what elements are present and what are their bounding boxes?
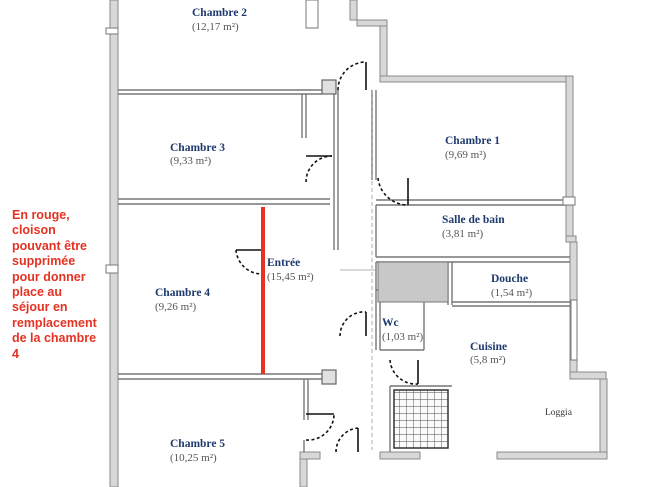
duct-box-2 (321, 369, 337, 385)
technical-shaft (377, 261, 449, 303)
room-name-entree: Entrée (267, 257, 300, 269)
annotation-note: En rouge, cloison pouvant être supprimée… (12, 208, 112, 362)
room-area-chambre-3: (9,33 m²) (170, 155, 212, 167)
annotation-line: remplacement (12, 315, 97, 330)
room-name-salle-de-bain: Salle de bain (442, 214, 505, 226)
room-name-cuisine: Cuisine (470, 341, 507, 353)
room-name-chambre-1: Chambre 1 (445, 135, 500, 147)
room-area-entree: (15,45 m²) (267, 271, 314, 283)
removable-partition (261, 207, 265, 374)
room-area-cuisine: (5,8 m²) (470, 354, 506, 366)
annotation-line: En rouge, (12, 208, 70, 222)
room-area-chambre-5: (10,25 m²) (170, 452, 217, 464)
outer-walls (109, 0, 608, 487)
door-leaves (236, 62, 419, 452)
room-area-douche: (1,54 m²) (491, 287, 533, 299)
room-name-loggia: Loggia (545, 408, 573, 418)
annotation-line: 4 (12, 346, 19, 361)
duct-box (321, 79, 337, 95)
room-area-chambre-2: (12,17 m²) (192, 21, 239, 33)
annotation-line: de la chambre (12, 331, 97, 346)
annotation-line: cloison (12, 223, 56, 238)
annotation-line: place au (12, 285, 63, 300)
room-name-chambre-2: Chambre 2 (192, 7, 247, 19)
door-swings (235, 61, 419, 453)
room-area-wc: (1,03 m²) (382, 331, 424, 343)
room-name-wc: Wc (382, 317, 399, 329)
annotation-line: pour donner (12, 269, 86, 284)
room-name-chambre-5: Chambre 5 (170, 438, 225, 450)
room-name-chambre-3: Chambre 3 (170, 142, 225, 154)
room-name-chambre-4: Chambre 4 (155, 287, 210, 299)
annotation-line: séjour en (12, 300, 68, 315)
annotation-line: pouvant être (12, 238, 88, 253)
room-area-chambre-1: (9,69 m²) (445, 149, 487, 161)
tiled-area (393, 389, 449, 449)
room-area-salle-de-bain: (3,81 m²) (442, 228, 484, 240)
room-name-douche: Douche (491, 273, 528, 285)
annotation-line: supprimée (12, 254, 76, 269)
room-area-chambre-4: (9,26 m²) (155, 301, 197, 313)
windows (105, 0, 578, 361)
